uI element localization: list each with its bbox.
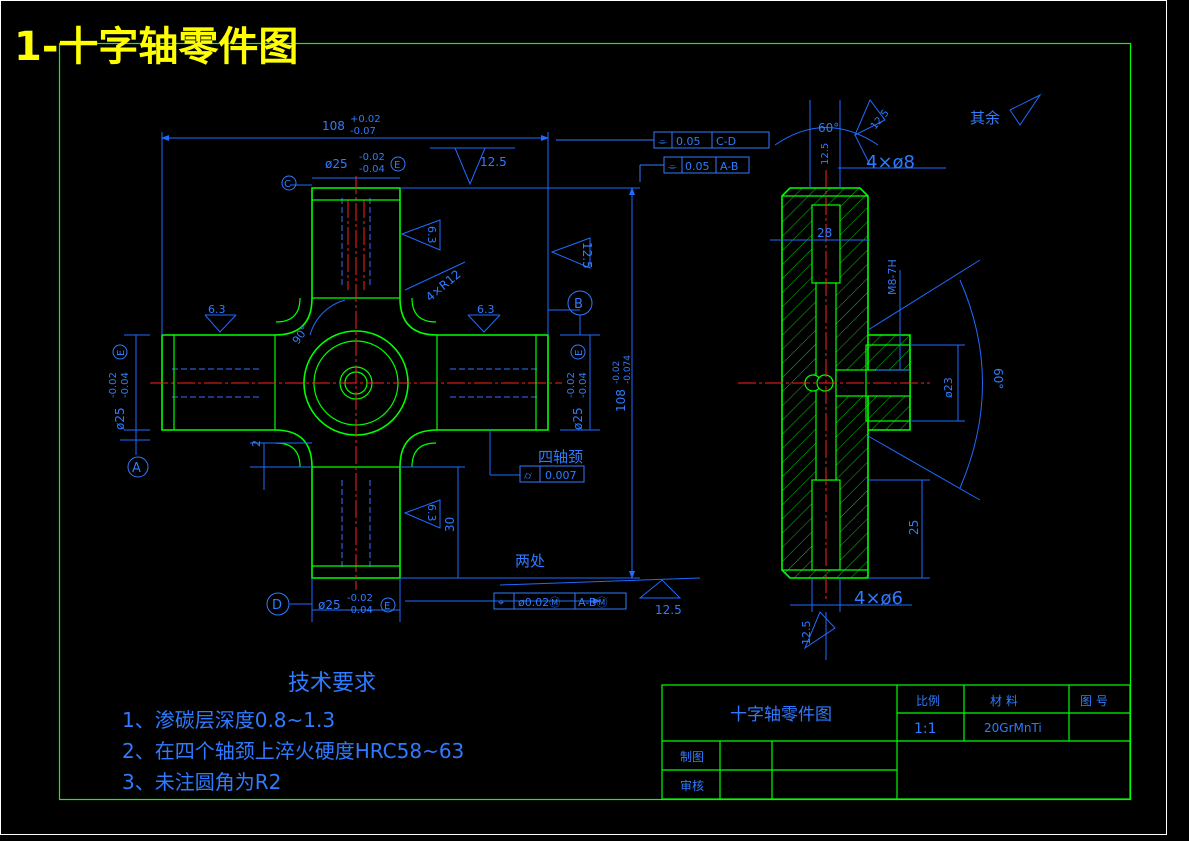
section-dim-23: ø23 [942,377,955,398]
page-title: 1-十字轴零件图 [14,24,298,70]
tech-item-1: 1、渗碳层深度0.8~1.3 [122,708,335,732]
section-holes-top: 4×ø8 [866,152,915,173]
dim-width-upper: +0.02 [350,114,381,125]
tol2-symbol: ⌯ [668,160,677,173]
tech-item-3: 3、未注圆角为R2 [122,770,281,794]
dim-height: 108 [614,389,628,412]
dim-width-lower: -0.07 [350,126,376,137]
tech-heading: 技术要求 [288,671,376,696]
datum-b: B [574,297,583,312]
tol2-datum: A-B [720,160,738,173]
tb-drawing-no-label: 图 号 [1080,694,1108,708]
dim-height-lower: -0.074 [623,355,633,384]
angle-90: 90° [290,323,312,346]
tol3-datum: A-BⓂ [578,596,607,609]
dim-30: 30 [443,517,457,532]
rest-roughness-label: 其余 [970,109,1000,127]
tb-material-label: 材 料 [990,694,1018,708]
tol3-symbol: ⌖ [498,596,504,609]
section-dim-25: 25 [907,520,921,535]
roughness-journal-1: 6.3 [208,303,226,316]
dim-journal-left-upper: -0.02 [108,372,119,398]
two-places-label: 两处 [515,552,545,570]
dim-journal-left: ø25 [113,407,127,430]
four-journals-label: 四轴颈 [538,448,583,466]
section-thread-label: M8-7H [886,259,899,295]
section-roughness-top: 12.5 [869,108,892,132]
section-roughness-dim-top: 12.5 [820,143,831,165]
section-dim-60: 60° [991,368,1005,389]
tb-material-value: 20GrMnTi [984,721,1042,735]
section-roughness-bottom: 12.5 [800,621,813,646]
datum-d: D [272,598,282,613]
dim-journal-top-upper: -0.02 [359,152,385,163]
dim-journal-right-upper: -0.02 [566,372,577,398]
cyl-tol-value: 0.007 [545,469,577,482]
roughness-journal-2: 6.3 [477,303,495,316]
front-view [150,176,562,590]
title-block [661,684,1131,800]
dim-width: 108 [322,119,345,133]
roughness-journal-4: 6.3 [425,504,438,522]
tb-scale-value: 1:1 [914,721,937,737]
svg-text:⌭: ⌭ [524,469,532,482]
dim-journal-right: ø25 [571,407,585,430]
section-angle-60: 60° [818,121,839,135]
roughness-bottom: 12.5 [655,603,682,617]
datum-c: C [284,179,291,190]
envelope-bottom: E [384,601,390,612]
dim-2: 2 [250,440,263,447]
dim-journal-right-lower: -0.04 [578,372,589,398]
sheet-border [0,0,1167,835]
envelope-top: E [394,160,400,171]
datum-a: A [132,461,141,476]
tol2-value: 0.05 [685,160,710,173]
tb-drawing-name: 十字轴零件图 [730,705,832,725]
dim-journal-bottom-upper: -0.02 [347,593,373,604]
dim-height-upper: -0.02 [612,361,622,384]
drawing-frame [58,42,1132,801]
roughness-journal-3: 6.3 [425,226,438,244]
front-dimensions [120,132,701,622]
dim-journal-bottom: ø25 [318,598,341,612]
section-view [738,170,930,600]
envelope-right: E [574,350,585,356]
dim-journal-left-lower: -0.04 [120,372,131,398]
tech-requirements: 技术要求 1、渗碳层深度0.8~1.3 2、在四个轴颈上淬火硬度HRC58~63… [122,671,464,794]
dim-journal-top: ø25 [325,157,348,171]
section-dim-28: 28 [817,226,832,240]
tol1-value: 0.05 [676,135,701,148]
envelope-left: E [116,350,127,356]
section-dimensions [770,93,1042,660]
tol3-value: ø0.02Ⓜ [518,596,560,609]
section-holes-bottom: 4×ø6 [854,588,903,609]
tb-checked-label: 审核 [680,778,704,793]
tb-drafted-label: 制图 [680,750,704,764]
dim-journal-bottom-lower: -0.04 [347,605,373,616]
roughness-right: 12.5 [580,242,594,269]
tb-scale-label: 比例 [916,694,940,708]
tol1-symbol: ⌯ [658,135,667,148]
tech-item-2: 2、在四个轴颈上淬火硬度HRC58~63 [122,739,464,763]
roughness-top: 12.5 [480,155,507,169]
dim-journal-top-lower: -0.04 [359,164,385,175]
tol1-datum: C-D [716,135,736,148]
